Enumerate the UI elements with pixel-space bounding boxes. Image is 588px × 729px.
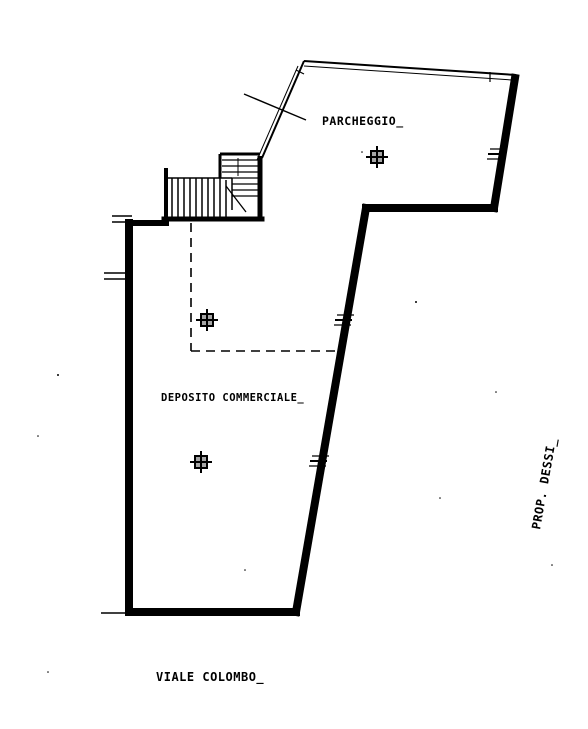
pillar-wall-east	[487, 148, 507, 160]
pillar-wall-mid	[334, 314, 354, 326]
label-parking: PARCHEGGIO_	[322, 114, 404, 129]
label-street: VIALE COLOMBO_	[156, 670, 264, 685]
pillar-storage-lower	[190, 451, 212, 473]
outer-walls	[125, 73, 520, 617]
parking-west-edge	[243, 60, 307, 161]
pillar-storage-upper	[196, 309, 218, 331]
scan-speckles	[37, 151, 553, 673]
pillars	[190, 146, 507, 473]
label-storage: DEPOSITO COMMERCIALE_	[161, 392, 304, 404]
pillar-parking	[366, 146, 388, 168]
label-owner: PROP. DESSI_	[529, 437, 560, 531]
parking-north-edge	[295, 60, 517, 82]
staircase	[164, 152, 263, 220]
pillar-wall-low	[309, 455, 329, 467]
dashed-partition	[190, 223, 338, 352]
wall-ticks	[101, 215, 132, 614]
